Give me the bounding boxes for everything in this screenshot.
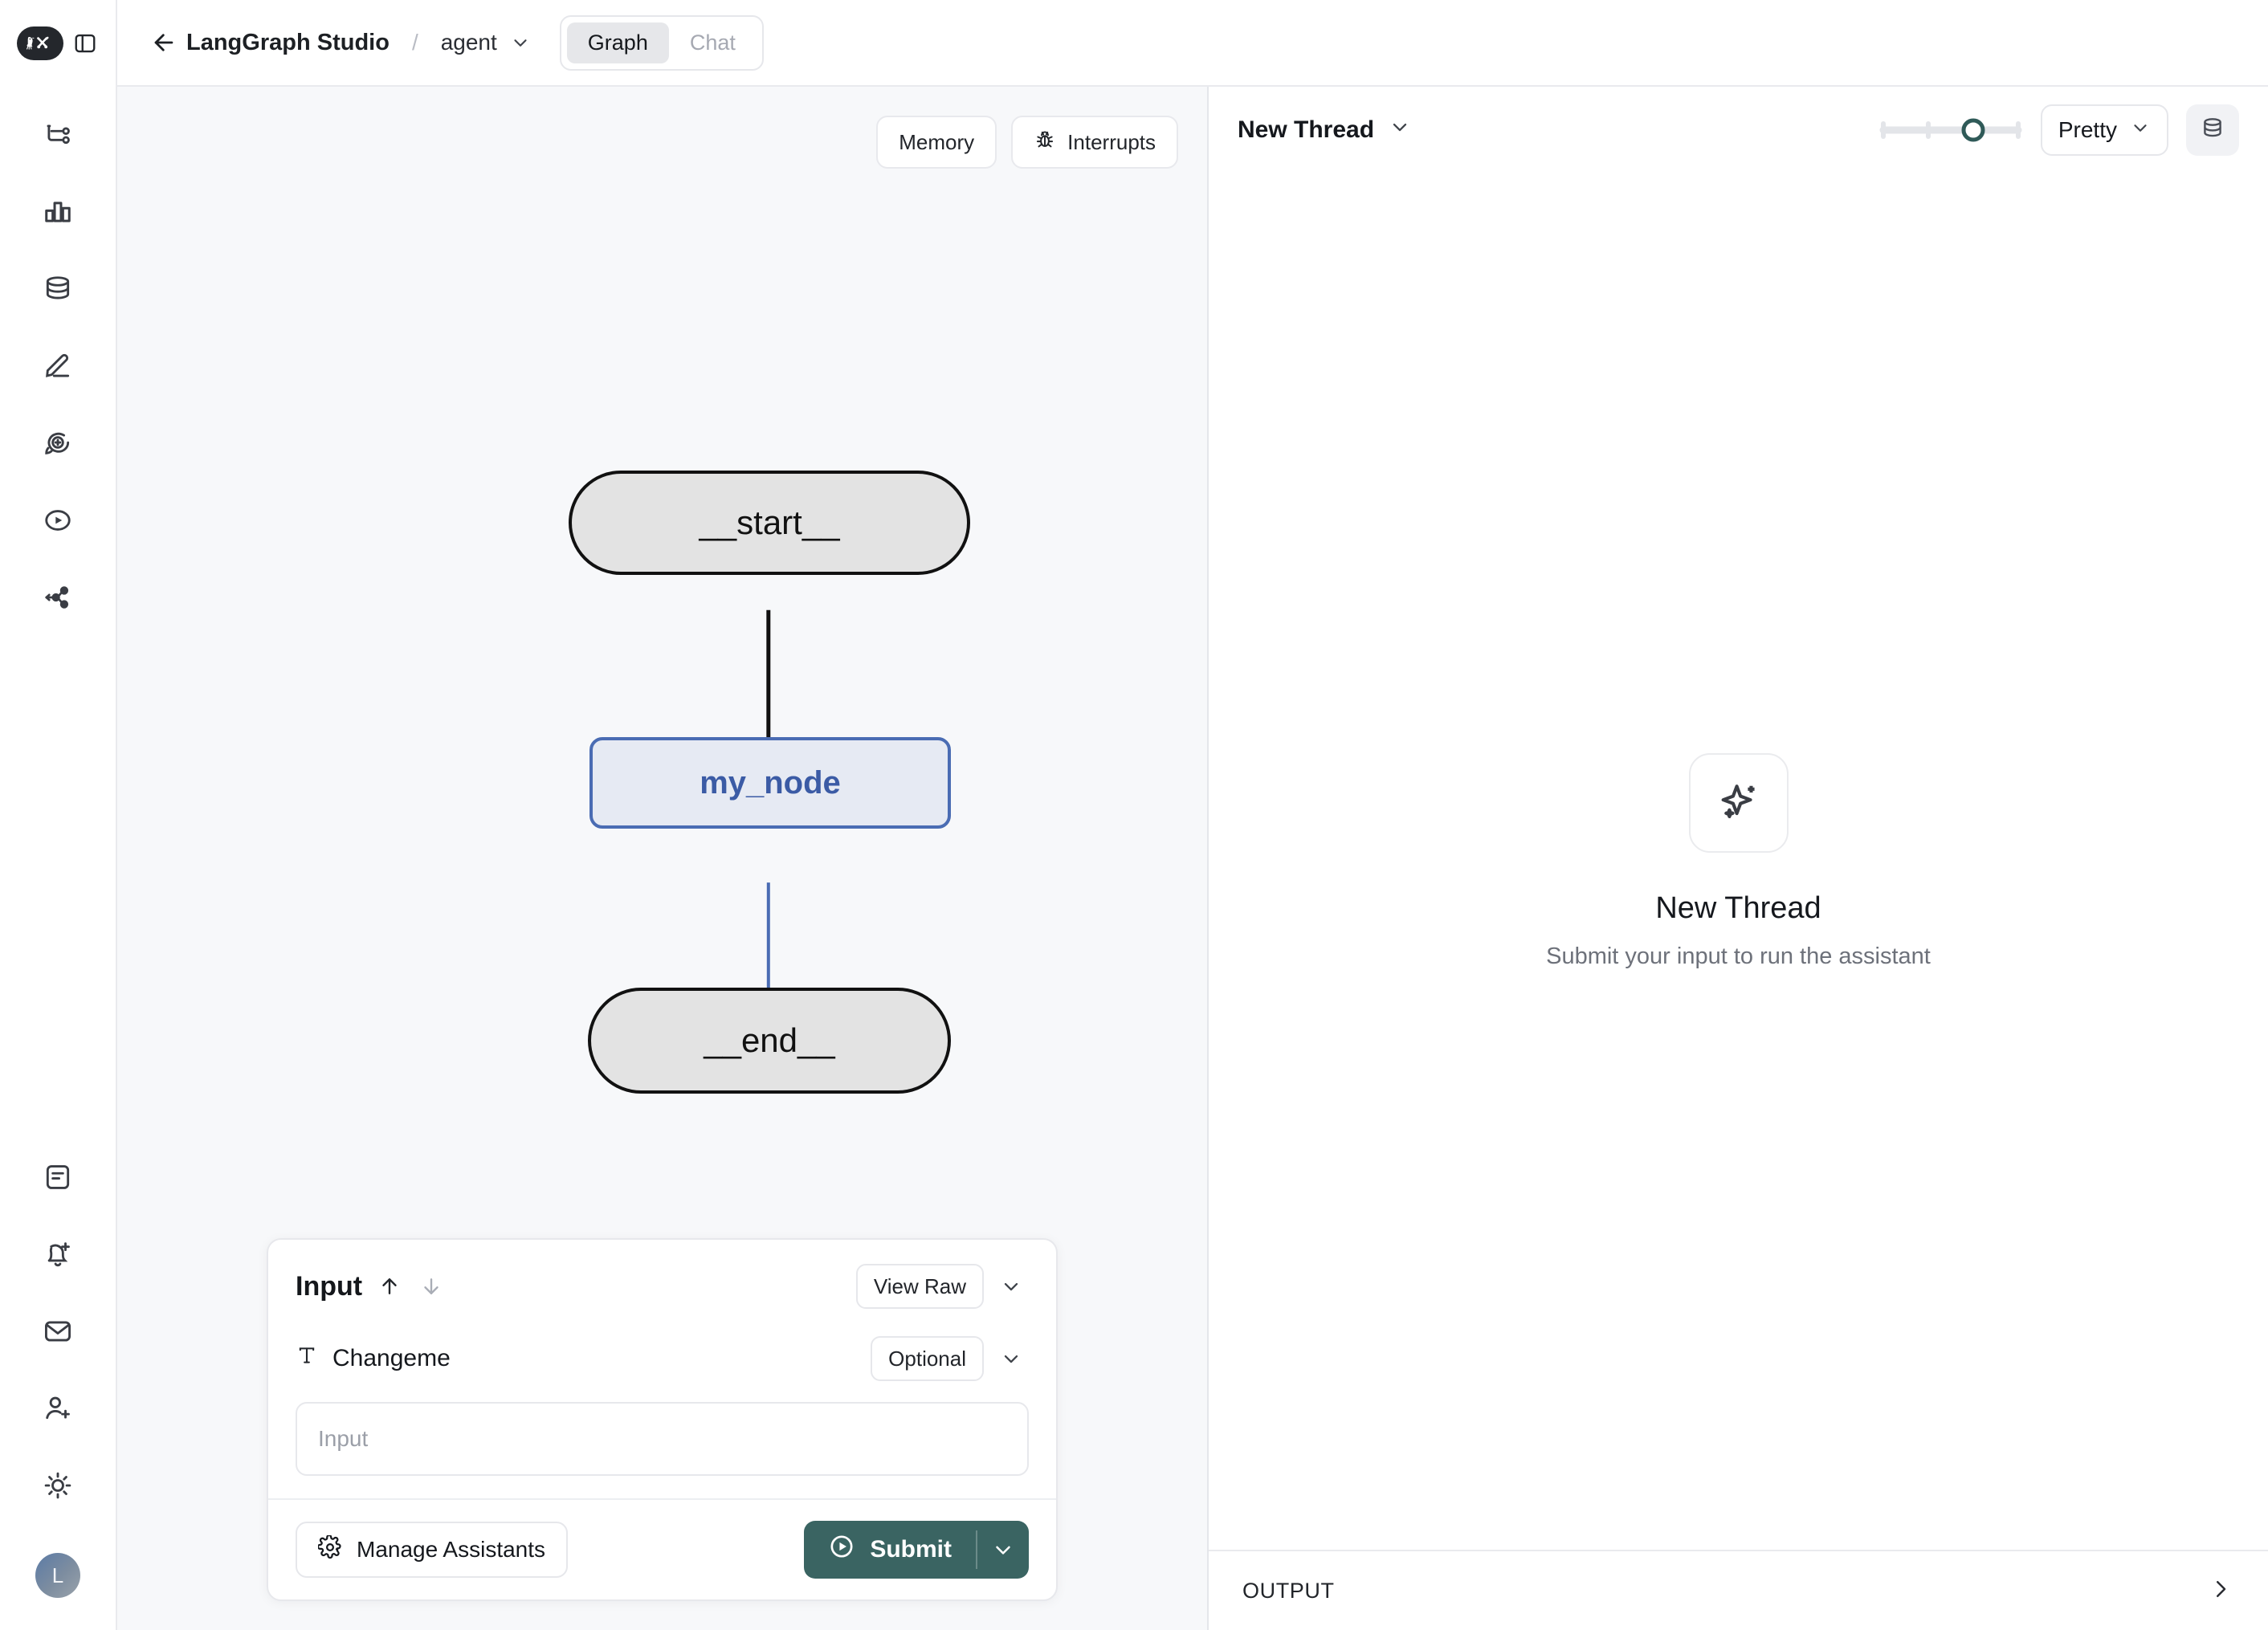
empty-state-subtitle: Submit your input to run the assistant xyxy=(1546,943,1931,969)
sidebar-item-datasets[interactable] xyxy=(35,267,80,312)
manage-assistants-button[interactable]: Manage Assistants xyxy=(296,1522,569,1578)
breadcrumb-assistant[interactable]: agent xyxy=(440,30,497,55)
optional-badge[interactable]: Optional xyxy=(871,1336,984,1381)
sidebar-item-analytics[interactable] xyxy=(35,189,80,234)
input-panel-title-group: Input xyxy=(296,1271,446,1302)
sidebar-item-playground[interactable] xyxy=(35,498,80,543)
interrupts-button[interactable]: Interrupts xyxy=(1011,116,1178,169)
format-select-value: Pretty xyxy=(2058,117,2117,142)
graph-node-my-node[interactable]: my_node xyxy=(589,737,951,829)
sidebar-item-theme[interactable] xyxy=(35,1463,80,1508)
graph-node-start-label: __start__ xyxy=(699,503,840,541)
input-panel: Input View Raw xyxy=(267,1238,1058,1601)
input-field-label: Changeme xyxy=(332,1345,451,1371)
input-field-header: Changeme Optional xyxy=(296,1336,1029,1381)
output-label: OUTPUT xyxy=(1242,1578,1335,1603)
manage-assistants-label: Manage Assistants xyxy=(357,1537,546,1562)
breadcrumb-separator: / xyxy=(411,30,418,55)
submit-options-chevron-down-icon[interactable] xyxy=(977,1521,1029,1579)
view-raw-button[interactable]: View Raw xyxy=(855,1264,984,1309)
state-database-button[interactable] xyxy=(2186,104,2239,156)
sidebar-item-alerts[interactable] xyxy=(35,1232,80,1277)
input-panel-header-actions: View Raw xyxy=(855,1264,1029,1309)
chevron-down-icon xyxy=(2130,117,2151,144)
chevron-down-icon[interactable] xyxy=(993,1341,1029,1376)
page-title[interactable]: LangGraph Studio xyxy=(186,29,390,55)
arrow-up-icon[interactable] xyxy=(375,1272,404,1301)
avatar[interactable]: L xyxy=(35,1553,80,1598)
chevron-down-icon[interactable] xyxy=(510,32,531,53)
graph-node-start[interactable]: __start__ xyxy=(569,471,970,575)
top-header: LangGraph Studio / agent Graph Chat xyxy=(117,0,2268,87)
detail-level-slider[interactable] xyxy=(1878,111,2023,149)
submit-button[interactable]: Submit xyxy=(804,1521,976,1579)
thread-panel: New Thread xyxy=(1209,87,2268,1630)
tab-graph[interactable]: Graph xyxy=(566,22,669,63)
graph-node-end[interactable]: __end__ xyxy=(588,988,951,1094)
sidebar-item-invite[interactable] xyxy=(35,1386,80,1431)
rail-primary-nav xyxy=(35,112,80,620)
sparkle-icon xyxy=(1688,753,1789,853)
input-field[interactable] xyxy=(296,1402,1029,1476)
sidebar-item-inbox[interactable] xyxy=(35,1309,80,1354)
main-region: LangGraph Studio / agent Graph Chat Memo… xyxy=(117,0,2268,1630)
sidebar-item-deployments[interactable] xyxy=(35,575,80,620)
sidebar-item-prompts[interactable] xyxy=(35,421,80,466)
format-select[interactable]: Pretty xyxy=(2040,104,2168,156)
text-type-icon xyxy=(296,1344,318,1373)
arrow-down-icon[interactable] xyxy=(417,1272,446,1301)
gear-icon xyxy=(316,1534,342,1565)
chevron-down-icon xyxy=(1389,116,1411,145)
database-icon xyxy=(2200,116,2225,145)
input-field-actions: Optional xyxy=(871,1336,1029,1381)
thread-selector[interactable]: New Thread xyxy=(1238,116,1411,145)
thread-panel-tools: Pretty xyxy=(1878,104,2239,156)
input-panel-body: Input View Raw xyxy=(268,1240,1056,1476)
arrow-left-icon[interactable] xyxy=(146,25,182,60)
sidebar-item-annotate[interactable] xyxy=(35,344,80,389)
thread-selector-label: New Thread xyxy=(1238,116,1375,143)
view-mode-tabs: Graph Chat xyxy=(559,14,764,71)
langchain-parrot-tools-logo[interactable] xyxy=(17,26,63,60)
memory-label: Memory xyxy=(899,129,975,154)
play-circle-icon xyxy=(828,1533,855,1567)
sidebar-item-graph-flow[interactable] xyxy=(35,112,80,157)
sidebar-toggle-icon[interactable] xyxy=(71,30,99,57)
memory-button[interactable]: Memory xyxy=(876,116,997,169)
output-section-toggle[interactable]: OUTPUT xyxy=(1209,1550,2268,1630)
input-panel-footer: Manage Assistants Submit xyxy=(268,1498,1056,1599)
bug-icon xyxy=(1034,128,1056,157)
interrupts-label: Interrupts xyxy=(1067,129,1156,154)
thread-panel-header: New Thread xyxy=(1209,87,2268,173)
input-panel-header: Input View Raw xyxy=(296,1264,1029,1309)
submit-divider xyxy=(976,1530,977,1569)
submit-button-group: Submit xyxy=(804,1521,1029,1579)
left-icon-rail: L xyxy=(0,0,117,1630)
graph-canvas[interactable]: Memory Interrupts xyxy=(117,87,1209,1630)
input-field-label-group: Changeme xyxy=(296,1344,451,1373)
input-panel-title: Input xyxy=(296,1270,363,1302)
workspace-split: Memory Interrupts xyxy=(117,87,2268,1630)
chevron-right-icon[interactable] xyxy=(2209,1577,2233,1605)
graph-nodes-layer: __start__ my_node __end__ xyxy=(117,87,1207,1630)
rail-secondary-nav: L xyxy=(0,1155,116,1598)
graph-toolbar: Memory Interrupts xyxy=(876,116,1178,169)
tab-chat[interactable]: Chat xyxy=(689,30,736,55)
submit-label: Submit xyxy=(870,1536,952,1563)
sidebar-item-docs[interactable] xyxy=(35,1155,80,1200)
thread-empty-state: New Thread Submit your input to run the … xyxy=(1209,173,2268,1550)
empty-state-title: New Thread xyxy=(1655,891,1821,925)
rail-header xyxy=(0,0,116,87)
graph-node-end-label: __end__ xyxy=(704,1021,835,1059)
chevron-down-icon[interactable] xyxy=(993,1269,1029,1304)
graph-node-my-node-label: my_node xyxy=(700,764,841,801)
